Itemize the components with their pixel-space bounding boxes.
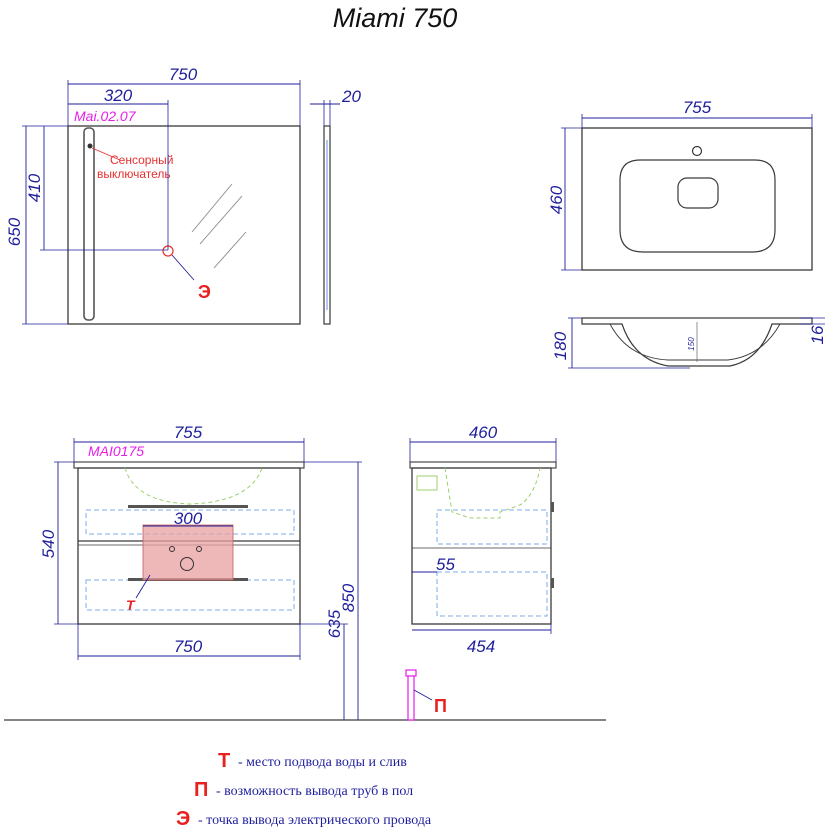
legend-symbol: Э [176, 808, 190, 830]
dim-cabinet-height: 540 [39, 529, 58, 558]
hidden-basin-bowl [124, 467, 263, 505]
water-inlet-right [196, 546, 202, 552]
cabinet-side-body [411, 467, 552, 625]
floor-pipe-marker: П [434, 696, 447, 716]
water-inlet-left [169, 546, 175, 552]
hidden-drawer-lower [85, 579, 295, 611]
basin-section-outline [581, 317, 813, 367]
dim-basin-rim: 16 [808, 325, 827, 344]
cabinet-front-view: MAI0175 Т 300 755 750 [39, 423, 362, 720]
side-hidden-basin [444, 467, 541, 519]
dim-basin-width: 755 [683, 98, 712, 117]
dim-total-height: 850 [339, 583, 358, 612]
legend-symbol: Т [218, 750, 230, 772]
mirror-side-view: 20 [310, 87, 361, 325]
drain-outlet [180, 557, 194, 571]
switch-label-line1: Сенсорный [110, 153, 173, 167]
water-marker: Т [126, 597, 136, 613]
dim-side-inner: 55 [436, 555, 455, 574]
side-hidden-drawer-lower [436, 571, 548, 617]
basin-section-inner [609, 323, 781, 361]
dim-basin-bowl: 150 [687, 337, 696, 351]
dim-switch-height: 410 [25, 173, 44, 202]
dim-side-bottom-depth: 454 [467, 637, 495, 656]
floor-pipe-cap [405, 669, 417, 677]
cabinet-side-countertop [409, 461, 557, 469]
switch-label-line2: выключатель [97, 167, 171, 181]
legend-symbol: П [194, 779, 208, 801]
mirror-front-view: Сенсорный выключатель Э 320 750 Mai.02.0… [5, 65, 301, 325]
reflection-line [213, 231, 247, 269]
dim-basin-height: 180 [551, 331, 570, 360]
floor-and-pipe: П [4, 669, 606, 721]
mirror-model-code: Mai.02.07 [74, 108, 137, 124]
reflection-line [199, 195, 243, 245]
mirror-outline [67, 125, 301, 325]
touch-switch-point [87, 143, 93, 149]
pipe-leader-line [413, 689, 433, 701]
switch-leader-line [91, 147, 121, 161]
floor-pipe [407, 675, 415, 721]
dim-mirror-offset: 320 [104, 86, 133, 105]
basin-top-view: 755 460 [547, 98, 813, 271]
dim-mount-height: 635 [325, 609, 344, 638]
cabinet-side-view: 460 55 454 [409, 423, 557, 656]
legend-item-floor-pipe: П - возможность вывода труб в пол [194, 779, 413, 801]
basin-section-view: 150 180 16 [551, 317, 827, 369]
basin-bowl-outline [619, 159, 776, 253]
mirror-led-strip [83, 127, 95, 321]
drawing-title: Miami 750 [333, 3, 458, 33]
legend-text: - точка вывода электрического провода [198, 813, 432, 828]
electric-leader-line [171, 254, 195, 281]
dim-mirror-height: 650 [5, 217, 24, 246]
dim-mirror-depth: 20 [341, 87, 361, 106]
cabinet-body [77, 467, 301, 625]
dim-panel-width: 300 [174, 509, 203, 528]
drawer-handle-upper [128, 505, 248, 508]
dim-mirror-width: 750 [169, 65, 198, 84]
side-hidden-drawer-upper [436, 509, 548, 545]
dim-cabinet-top-width: 755 [174, 423, 203, 442]
side-siphon [416, 475, 438, 491]
legend: Т - место подвода воды и слив П - возмож… [176, 750, 432, 830]
cabinet-countertop [73, 461, 305, 469]
side-handle-upper [551, 502, 554, 512]
basin-drain [677, 177, 719, 209]
legend-item-electric: Э - точка вывода электрического провода [176, 808, 432, 830]
water-leader-line [135, 574, 151, 599]
dim-side-top-depth: 460 [469, 423, 498, 442]
plumbing-zone [142, 524, 234, 581]
cabinet-model-code: MAI0175 [88, 443, 144, 459]
legend-item-water: Т - место подвода воды и слив [218, 750, 407, 772]
dim-cabinet-bottom-width: 750 [174, 637, 203, 656]
faucet-hole [691, 145, 703, 157]
legend-text: - место подвода воды и слив [238, 755, 407, 770]
electric-marker: Э [198, 282, 211, 302]
dim-basin-depth: 460 [547, 185, 566, 214]
reflection-line [191, 183, 233, 233]
side-handle-lower [551, 578, 554, 588]
basin-top-outline [581, 127, 813, 271]
legend-text: - возможность вывода труб в пол [216, 784, 413, 799]
